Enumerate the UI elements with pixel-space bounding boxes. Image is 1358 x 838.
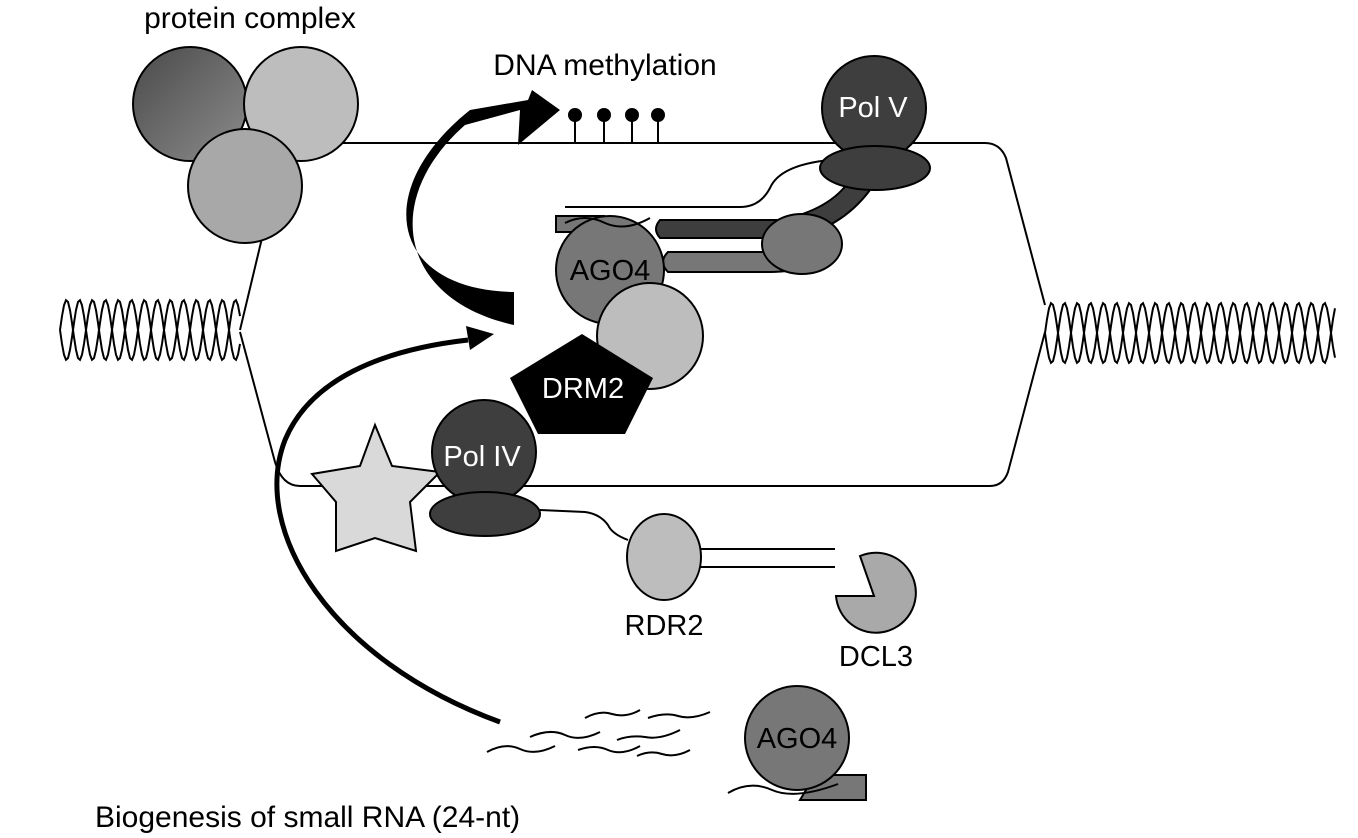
dcl3: DCL3 bbox=[834, 551, 917, 673]
pol-v-base bbox=[819, 145, 931, 191]
protein-complex-label: protein complex bbox=[144, 2, 356, 35]
ago4-free: AGO4 bbox=[727, 685, 867, 801]
methylation-marks bbox=[568, 108, 665, 143]
ago4-free-circle bbox=[744, 685, 850, 791]
small-rna-arrow-head bbox=[466, 326, 494, 350]
drm2-label: DRM2 bbox=[542, 373, 624, 405]
protein-complex-mid-circle bbox=[187, 128, 303, 244]
ago4-grey-knob bbox=[761, 213, 843, 275]
ago4-small-rna bbox=[564, 217, 651, 228]
dna-methylation-label: DNA methylation bbox=[493, 49, 716, 82]
rdr2-label: RDR2 bbox=[625, 610, 704, 642]
dna-helix-right bbox=[1044, 301, 1336, 365]
pol-v: Pol V bbox=[565, 55, 931, 239]
biogenesis-label: Biogenesis of small RNA (24-nt) bbox=[95, 801, 520, 834]
pol-iv: Pol IV bbox=[429, 399, 629, 541]
ago4-bound-complex: AGO4 bbox=[555, 213, 843, 325]
protein-complex-light-circle bbox=[243, 46, 359, 162]
protein-complex bbox=[132, 46, 359, 244]
drm2: DRM2 bbox=[510, 334, 653, 434]
rdr2-ellipse bbox=[626, 513, 702, 601]
small-rna-fragments bbox=[486, 709, 711, 757]
star-shape bbox=[310, 422, 443, 553]
dna-bubble-top-strand bbox=[239, 142, 1046, 331]
pol-iv-transcript bbox=[539, 509, 629, 541]
pol-v-transcript bbox=[565, 157, 871, 208]
drm2-pentagon bbox=[510, 334, 653, 434]
ago4-free-small-rna bbox=[727, 783, 839, 795]
small-rna-arrow-line bbox=[274, 337, 501, 725]
dcl3-pacman bbox=[834, 551, 917, 634]
dcl3-label: DCL3 bbox=[839, 641, 913, 673]
methylation-arrow bbox=[406, 90, 560, 325]
ago4-free-label: AGO4 bbox=[757, 723, 838, 755]
dna-helix-left bbox=[59, 298, 241, 362]
rdr2: RDR2 bbox=[625, 513, 835, 642]
pol-v-label: Pol V bbox=[838, 92, 908, 124]
pol-iv-base bbox=[429, 491, 541, 537]
pol-iv-label: Pol IV bbox=[443, 441, 521, 473]
ago4-bound-label: AGO4 bbox=[570, 255, 651, 287]
